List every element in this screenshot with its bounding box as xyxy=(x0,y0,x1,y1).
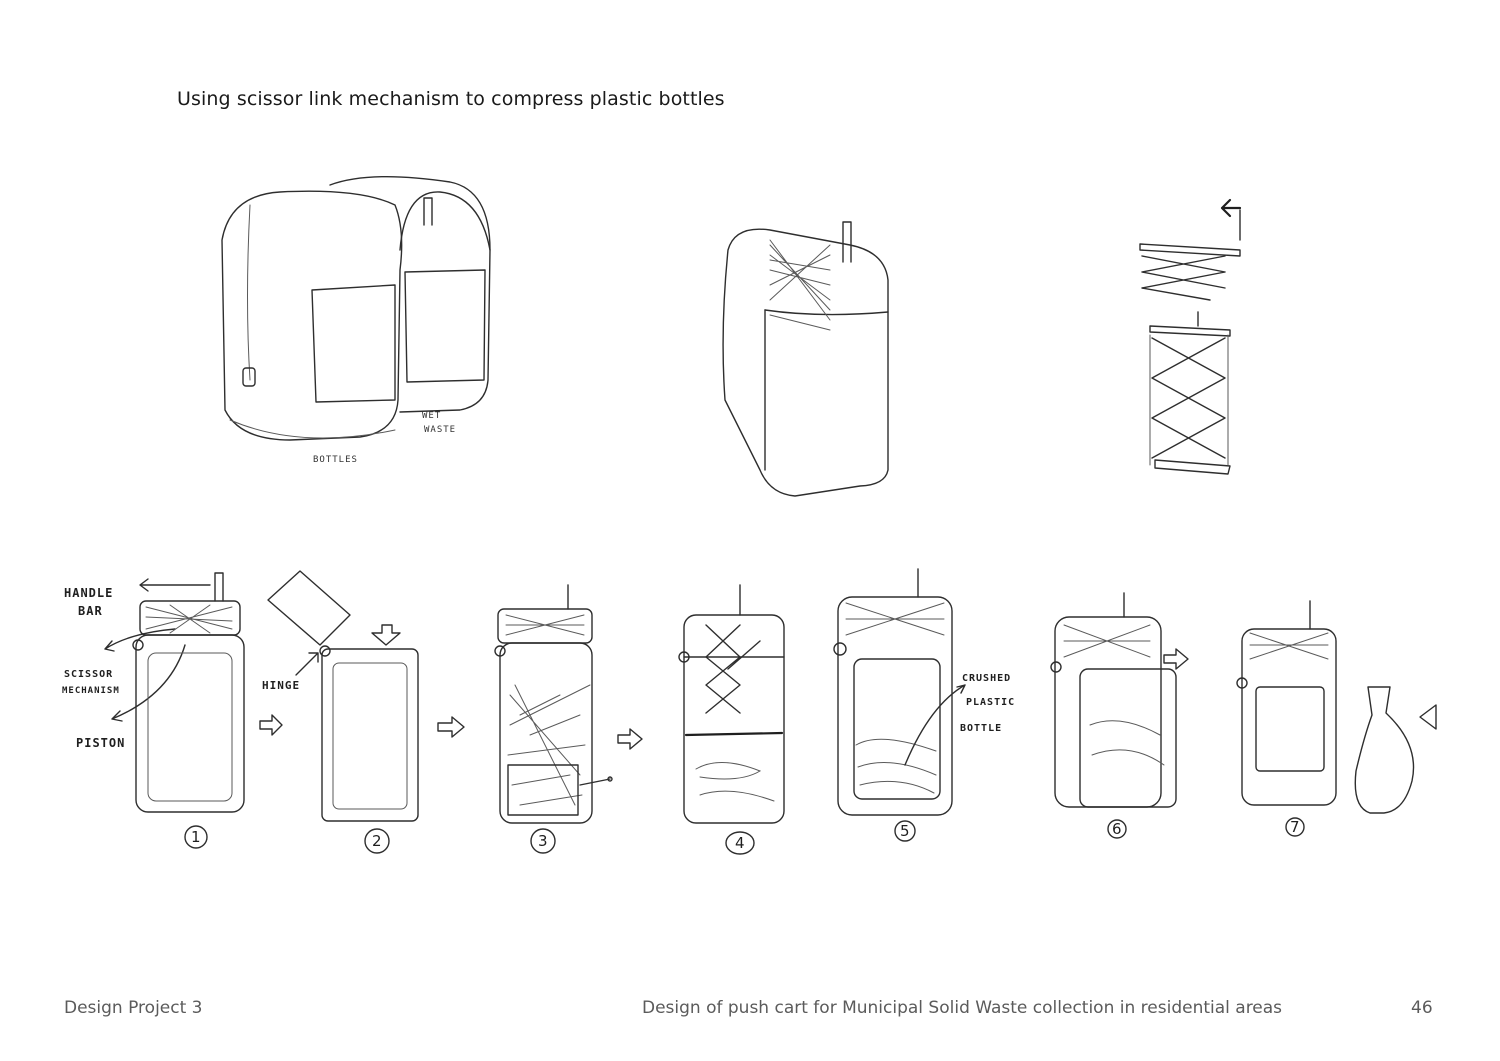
label-handle-bar-2: BAR xyxy=(78,604,103,618)
dual-bin-sketch: BOTTLES WET WASTE xyxy=(221,175,491,465)
footer-project-title: Design of push cart for Municipal Solid … xyxy=(642,998,1283,1018)
step-number-6: 6 xyxy=(1112,820,1122,838)
single-bin-sketch xyxy=(722,221,889,497)
step-number-2: 2 xyxy=(372,832,382,850)
label-handle-bar-1: HANDLE xyxy=(64,586,113,600)
label-piston: PISTON xyxy=(76,736,125,750)
sketch-step-row: HANDLE BAR SCISSOR MECHANISM PISTON HING… xyxy=(62,568,1437,855)
footer-page-number: 46 xyxy=(1411,998,1433,1018)
step-4-sketch xyxy=(678,584,785,824)
label-hinge: HINGE xyxy=(262,679,300,692)
label-scissor-2: MECHANISM xyxy=(62,686,120,696)
step-5-sketch: CRUSHED PLASTIC BOTTLE xyxy=(833,568,1015,816)
step-6-sketch xyxy=(1050,592,1189,808)
step-number-4: 4 xyxy=(735,834,745,852)
step-1-sketch xyxy=(132,572,245,813)
step-number-3: 3 xyxy=(538,832,548,850)
step-number-1: 1 xyxy=(191,828,201,846)
step-number-5: 5 xyxy=(900,822,910,840)
label-scissor-1: SCISSOR xyxy=(64,669,113,680)
label-crushed-3: BOTTLE xyxy=(960,723,1002,734)
label-crushed-1: CRUSHED xyxy=(962,673,1011,684)
label-wet-2: WASTE xyxy=(424,425,456,435)
step-7-sketch xyxy=(1236,600,1437,814)
label-crushed-2: PLASTIC xyxy=(966,697,1015,708)
scissor-mechanism-sketch xyxy=(1139,198,1242,475)
step-3-sketch xyxy=(494,584,613,824)
page-heading: Using scissor link mechanism to compress… xyxy=(177,88,725,110)
footer-course-title: Design Project 3 xyxy=(64,998,203,1018)
step-2-sketch: HINGE xyxy=(262,570,419,822)
label-wet-1: WET xyxy=(422,411,441,421)
label-bottles: BOTTLES xyxy=(313,455,358,465)
step-numbers: 1 2 3 4 5 6 7 xyxy=(184,817,1305,855)
sketch-top-row: BOTTLES WET WASTE xyxy=(221,175,1242,497)
step-number-7: 7 xyxy=(1290,818,1300,836)
